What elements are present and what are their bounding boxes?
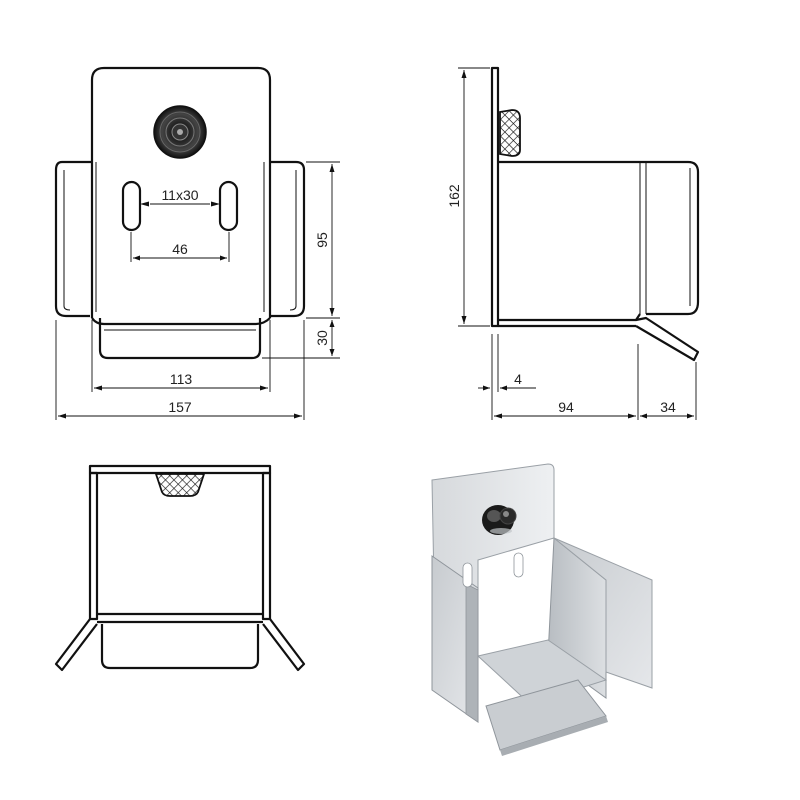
right-slot [218,180,239,232]
top-right-flange [262,618,306,672]
back-plate-outline [90,66,272,318]
side-back-plate [490,66,500,328]
side-view: 162 4 94 34 [446,66,700,420]
side-roller-profile [499,109,521,157]
top-back-plate [88,464,272,475]
top-left-flange [54,618,98,672]
dim-overall-width: 157 [168,399,192,415]
dim-inner-width: 113 [170,371,193,387]
front-view: 46 11x30 113 157 95 30 [54,66,340,420]
product-render [431,463,653,756]
dim-side-height: 95 [314,232,330,248]
right-flange [270,160,306,318]
dim-slot-size: 11x30 [161,187,198,203]
dim-total-height: 162 [446,184,462,208]
roller-wheel [153,105,207,159]
render-right-flange [553,537,653,689]
dim-tab-height: 30 [314,330,330,346]
dim-tab-depth: 34 [660,399,676,415]
top-tab [100,624,260,670]
render-left-slot [462,562,473,588]
left-flange [54,160,92,318]
render-roller [482,505,517,535]
dim-plate-thickness: 4 [514,371,522,387]
render-right-slot [513,552,524,578]
dim-slot-spacing: 46 [172,241,188,257]
side-box-outline [498,160,700,316]
left-slot [121,180,142,232]
top-view [54,464,306,672]
dim-box-depth: 94 [558,399,574,415]
side-angled-tab [635,316,700,362]
top-roller-profile [154,473,206,497]
bottom-tab [98,318,262,360]
